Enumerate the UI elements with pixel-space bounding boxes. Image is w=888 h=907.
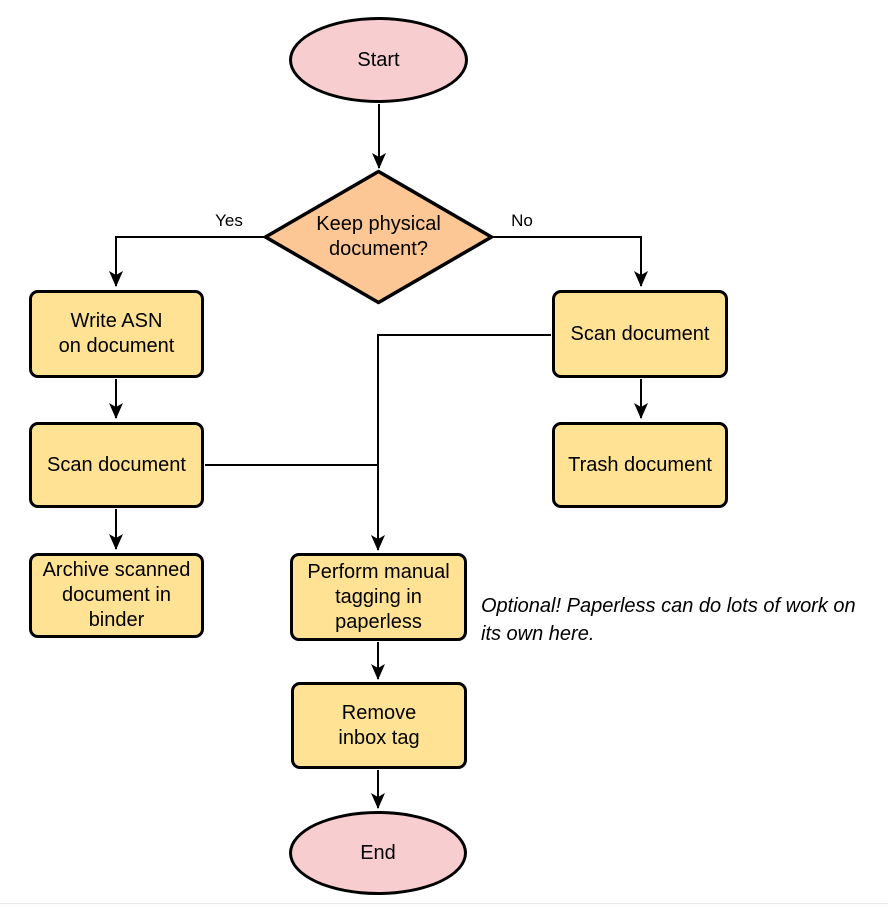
node-scan-document-right: Scan document [552,290,728,378]
decision-diamond-shape [263,169,494,305]
optional-note: Optional! Paperless can do lots of work … [481,595,856,645]
node-start: Start [289,17,468,103]
node-end: End [289,811,467,895]
node-trash-document: Trash document [552,422,728,508]
node-decision-label: Keep physical document? [316,213,441,260]
node-archive-binder: Archive scanned document in binder [29,553,204,638]
edge-label-yes: Yes [215,211,243,230]
edge-decision-write-asn [109,236,265,287]
edge-scan-right-tagging [371,334,551,551]
node-write-asn: Write ASN on document [29,290,204,378]
node-remove-inbox-tag: Remove inbox tag [291,682,467,769]
node-scan-document-left: Scan document [29,422,204,508]
page-bottom-divider [0,903,888,904]
node-manual-tagging: Perform manual tagging in paperless [290,553,467,641]
edge-label-no: No [511,211,533,230]
page-bottom-strip [0,904,888,907]
edge-decision-scan-right [492,236,648,287]
